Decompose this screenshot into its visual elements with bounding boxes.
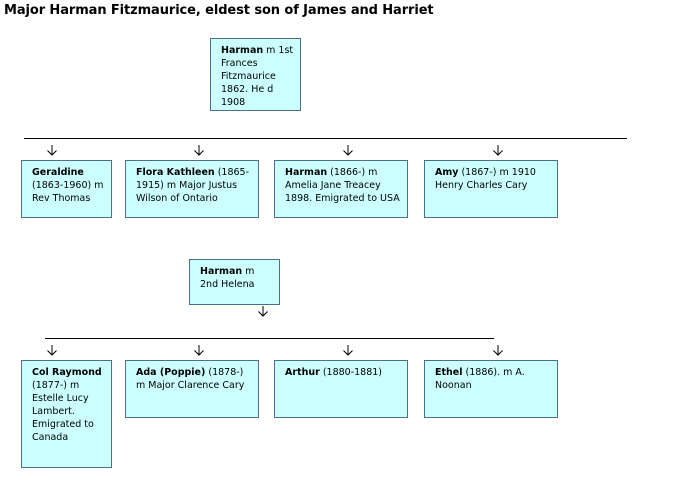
child-box-amy: Amy (1867-) m 1910 Henry Charles Cary: [424, 160, 558, 218]
person-detail: (1867-) m 1910 Henry Charles Cary: [435, 167, 536, 191]
down-arrow-icon: [492, 145, 504, 157]
person-detail: (1865-1915) m Major Justus Wilson of Ont…: [136, 167, 250, 204]
sibling-connector-line: [45, 338, 494, 339]
down-arrow-icon: [492, 345, 504, 357]
marriage-box-second: Harman m 2nd Helena: [189, 259, 280, 305]
down-arrow-icon: [193, 345, 205, 357]
person-name: Amy: [435, 167, 459, 178]
person-name: Geraldine: [32, 167, 84, 178]
child-box-harman: Harman (1866-) m Amelia Jane Treacey 189…: [274, 160, 408, 218]
person-detail: m 1st Frances Fitzmaurice 1862. He d 190…: [221, 45, 294, 108]
down-arrow-icon: [342, 145, 354, 157]
child-box-geraldine: Geraldine (1863-1960) m Rev Thomas: [21, 160, 112, 218]
person-detail: m 2nd Helena: [200, 266, 255, 290]
marriage-box-first: Harman m 1st Frances Fitzmaurice 1862. H…: [210, 38, 301, 111]
person-name: Flora Kathleen: [136, 167, 215, 178]
person-name: Harman: [200, 266, 243, 277]
person-name: Arthur: [285, 367, 320, 378]
person-detail: (1880-1881): [319, 367, 383, 378]
down-arrow-icon: [46, 345, 58, 357]
down-arrow-icon: [46, 145, 58, 157]
person-detail: (1877-) m Estelle Lucy Lambert. Emigrate…: [32, 380, 94, 443]
person-detail: (1878-) m Major Clarence Cary: [136, 367, 245, 391]
child-box-flora-kathleen: Flora Kathleen (1865-1915) m Major Justu…: [125, 160, 259, 218]
child-box-arthur: Arthur (1880-1881): [274, 360, 408, 418]
person-detail: (1886). m A. Noonan: [435, 367, 525, 391]
person-name: Harman: [285, 167, 328, 178]
person-name: Ethel: [435, 367, 463, 378]
person-detail: (1863-1960) m Rev Thomas: [32, 180, 104, 204]
person-name: Col Raymond: [32, 367, 102, 378]
down-arrow-icon: [193, 145, 205, 157]
page-title: Major Harman Fitzmaurice, eldest son of …: [4, 3, 434, 18]
child-box-col-raymond: Col Raymond (1877-) m Estelle Lucy Lambe…: [21, 360, 112, 468]
person-name: Harman: [221, 45, 264, 56]
sibling-connector-line: [24, 138, 627, 139]
person-name: Ada (Poppie): [136, 367, 206, 378]
child-box-ethel: Ethel (1886). m A. Noonan: [424, 360, 558, 418]
person-detail: (1866-) m Amelia Jane Treacey 1898. Emig…: [285, 167, 400, 204]
child-box-ada-poppie: Ada (Poppie) (1878-) m Major Clarence Ca…: [125, 360, 259, 418]
down-arrow-icon: [257, 306, 269, 318]
down-arrow-icon: [342, 345, 354, 357]
